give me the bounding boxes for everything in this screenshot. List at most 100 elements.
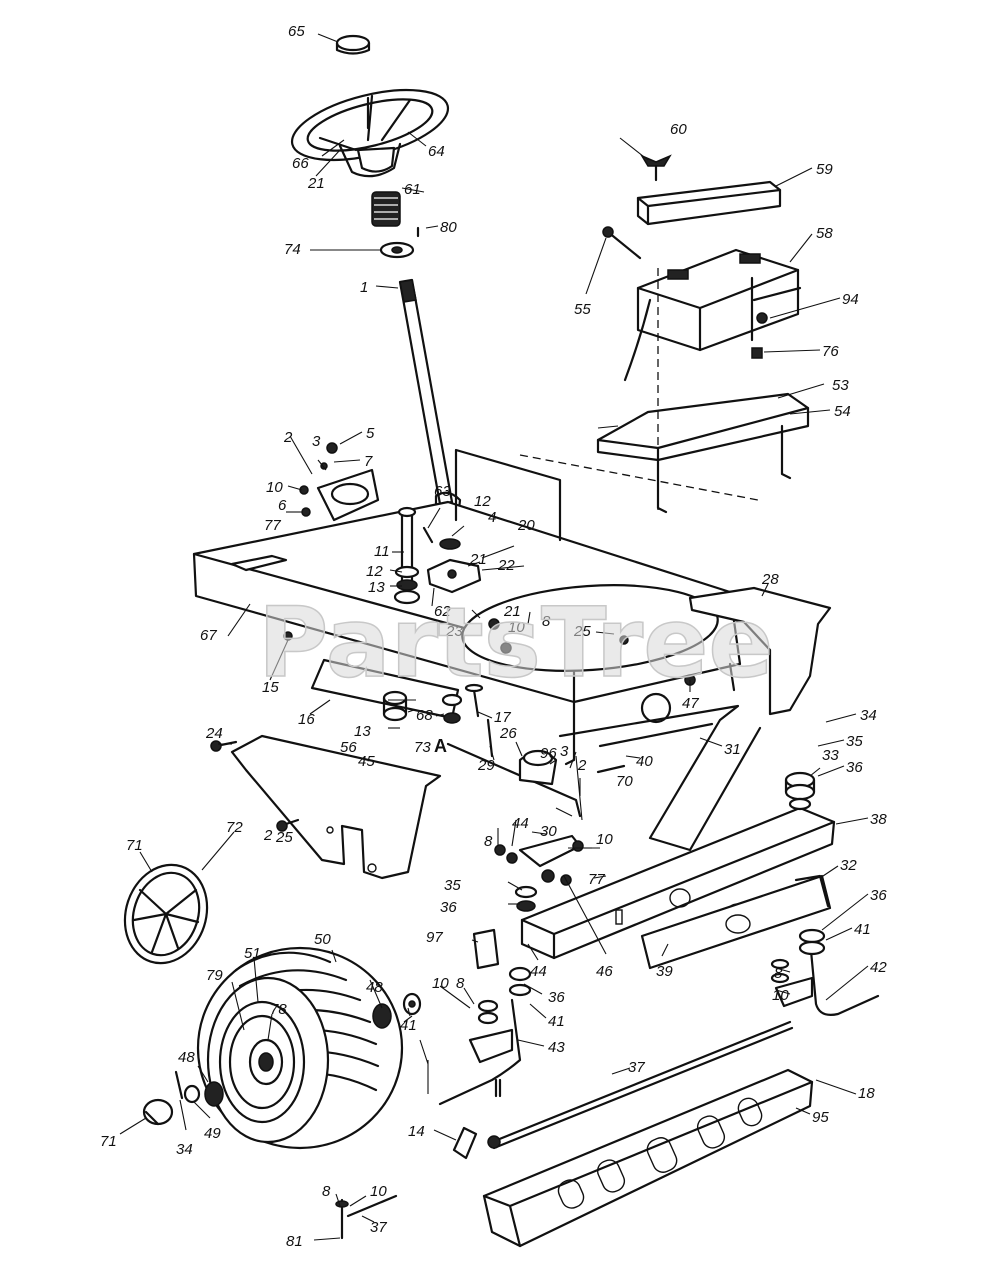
tie-rod [487,1020,794,1150]
callout: 70 [616,773,633,790]
steering-bushing [379,241,415,259]
callout: 8 [456,975,465,992]
callout: 26 [499,725,517,742]
callout: 7 [364,453,373,470]
callout: 94 [842,291,859,308]
front-frame-brace [558,704,762,852]
callout: 2 [577,757,587,774]
axle-reinforcement [640,874,832,970]
callout: 46 [596,963,613,980]
front-bumper [482,1068,814,1248]
callout: 4 [488,509,496,526]
wheel-bearing [204,1003,392,1107]
callout: 21 [469,551,487,568]
callout: 11 [374,543,390,560]
callout: 25 [275,829,293,846]
callout: 3 [312,433,321,450]
callout: A [434,736,447,756]
callout: 29 [477,757,495,774]
callout: 10 [266,479,283,496]
callout: 30 [540,823,557,840]
spindle-bushing-right [784,771,816,811]
callout: 10 [596,831,613,848]
callout: 13 [368,579,385,596]
callout: 42 [870,959,887,976]
callout: 63 [434,483,451,500]
callout: 10 [432,975,449,992]
callout: 34 [860,707,877,724]
callout: 8 [774,965,783,982]
callout: 8 [484,833,493,850]
spindle-left [438,998,522,1106]
battery [623,248,800,382]
tie-rod-end [452,1126,478,1160]
misc-hardware [283,442,696,886]
callout: 2 [283,429,293,446]
callout: 74 [284,241,301,258]
callout: 58 [816,225,833,242]
callout: 22 [497,557,515,574]
callout: 54 [834,403,851,420]
callout: 37 [628,1059,645,1076]
callout: 36 [440,899,457,916]
callout: 17 [494,709,511,726]
callout: 3 [560,743,569,760]
battery-guide-line [519,268,759,510]
callout: 18 [858,1085,875,1102]
callout: 95 [812,1109,829,1126]
callout: 73 [414,739,431,756]
callout: 36 [846,759,863,776]
front-bracket [688,586,832,716]
drag-link [446,742,582,818]
callout: 66 [292,155,309,172]
brace-rod [598,722,714,748]
callout: 78 [270,1001,287,1018]
callout: 41 [548,1013,565,1030]
battery-bracket [750,276,802,342]
callout: 80 [440,219,457,236]
wheel-hub [248,1038,284,1086]
callout: 32 [840,857,857,874]
callout: 48 [366,979,383,996]
callout: 34 [176,1141,193,1158]
callout: 36 [548,989,565,1006]
callouts: 65 64 66 21 61 80 74 1 60 59 58 55 94 76… [100,23,887,1250]
callout: 62 [434,603,451,620]
callout: 35 [846,733,863,750]
bumper-hardware [335,1194,398,1240]
callout: 61 [404,181,421,198]
spacer-block [472,928,500,970]
callout: 28 [761,571,779,588]
callout: 96 [540,745,557,762]
callout: 36 [870,887,887,904]
callout: 67 [200,627,217,644]
pivot-washer [441,693,463,724]
pivot-washers [393,565,421,605]
side-plate-screw [276,818,300,832]
axle-cap [142,1098,174,1126]
callout: 5 [366,425,375,442]
watermark: PartsTree [258,587,773,699]
callout: 71 [126,837,143,854]
bushing-tube [382,690,408,722]
callout: 55 [574,301,591,318]
steering-shaft [398,278,462,525]
callout: 31 [724,741,741,758]
callout: 79 [206,967,223,984]
callout: 47 [682,695,699,712]
callout: 6 [278,497,287,514]
callout: 37 [370,1219,387,1236]
steering-wheel-cap [335,34,371,55]
callout: 41 [400,1017,417,1034]
hubcap [123,863,209,965]
callout: 81 [286,1233,303,1250]
axle-pivot-bracket [794,874,830,908]
callout: 10 [508,619,525,636]
callout: 41 [854,921,871,938]
callout: 15 [262,679,279,696]
callout: 71 [100,1133,117,1150]
battery-mount-screw [751,347,763,359]
callout: 45 [358,753,375,770]
callout: 64 [428,143,445,160]
